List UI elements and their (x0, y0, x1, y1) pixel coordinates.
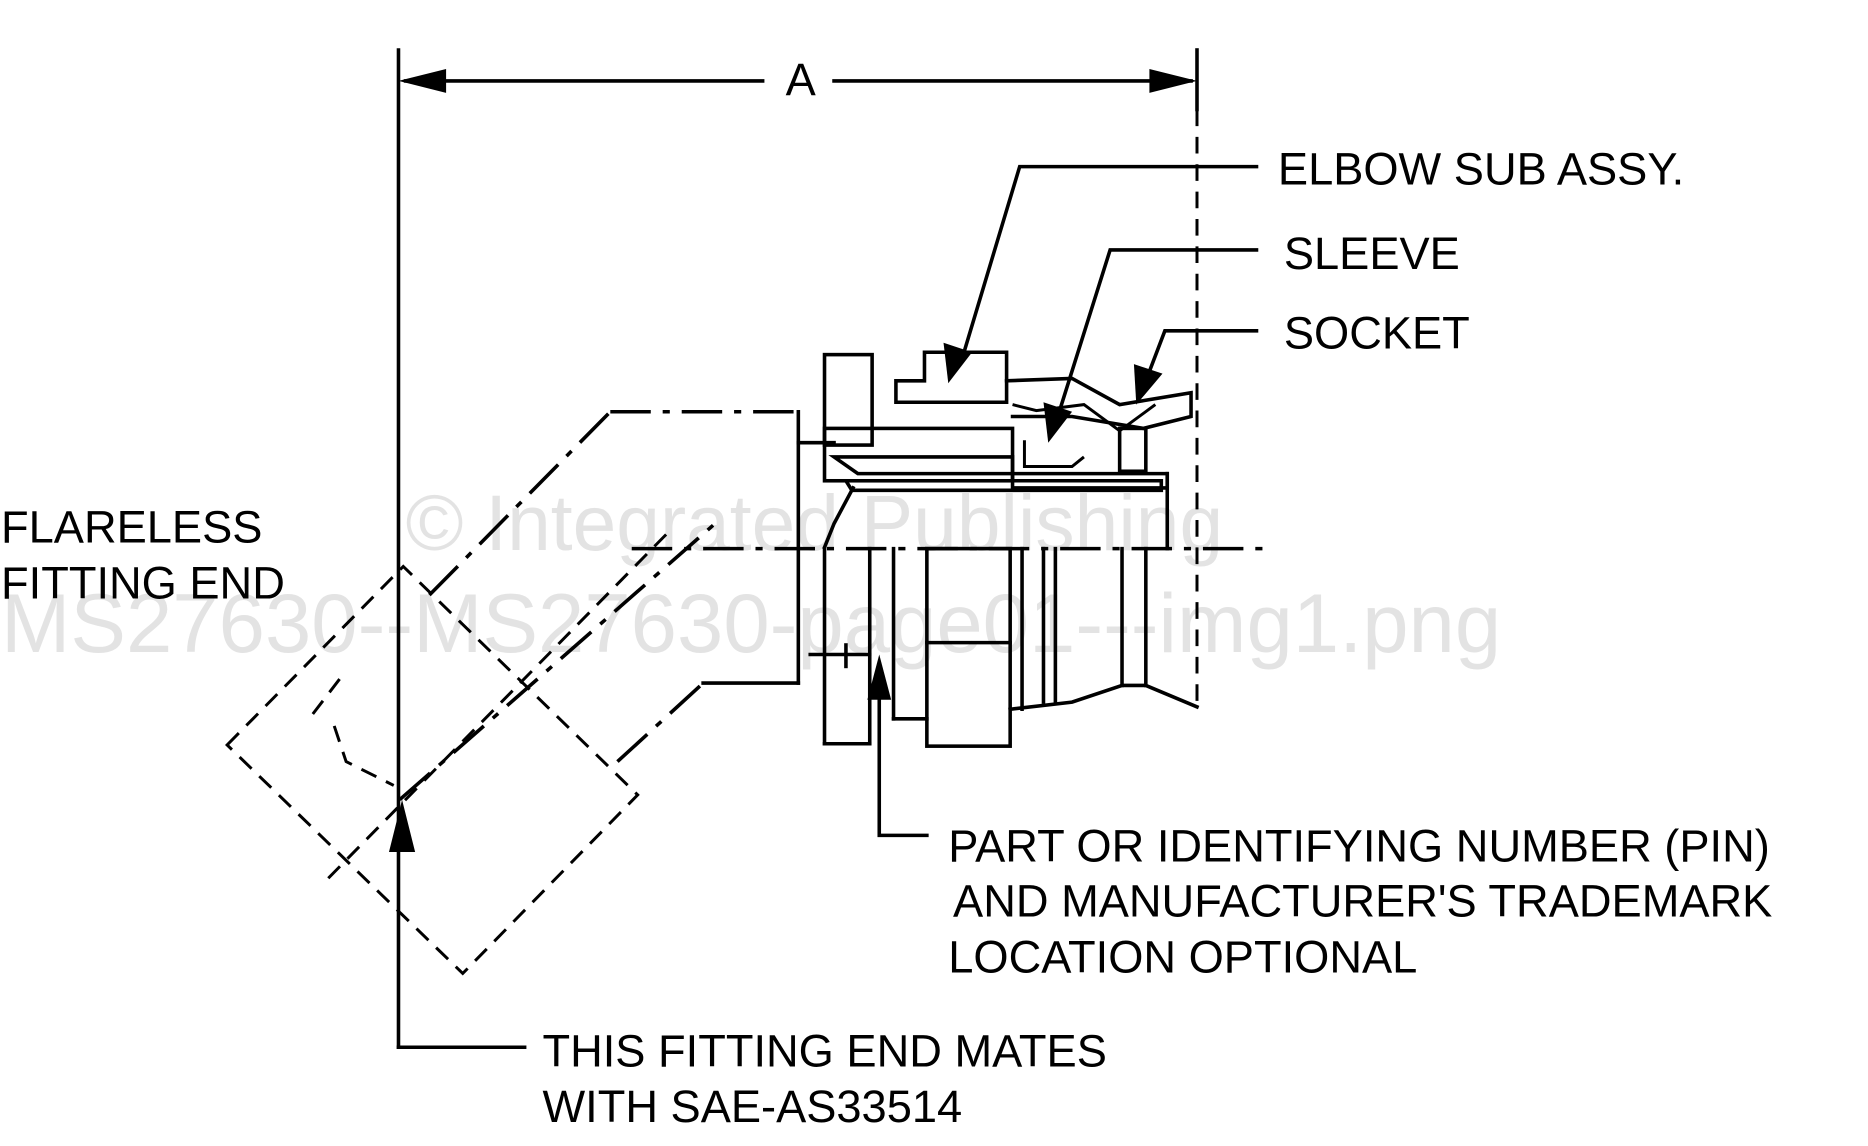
flareless-fitting-outline (225, 409, 801, 976)
watermark-line2: MS27630--MS27630-page01---img1.png (1, 577, 1501, 670)
watermark-line1: © Integrated Publishing (406, 479, 1224, 567)
leader-sleeve (1043, 248, 1259, 443)
label-flareless-2: FITTING END (1, 558, 285, 609)
arrowhead-left-icon (398, 69, 447, 93)
leader-arrow-icon (1043, 402, 1073, 443)
leader-elbow (943, 164, 1259, 384)
dimension-a (396, 48, 1199, 1050)
label-flareless-1: FLARELESS (1, 502, 262, 553)
leader-arrow-icon (1133, 364, 1163, 405)
leader-arrow-icon (943, 342, 973, 384)
leader-pin (867, 654, 929, 838)
label-pin-2: AND MANUFACTURER'S TRADEMARK (953, 875, 1772, 926)
label-socket: SOCKET (1284, 308, 1470, 359)
label-pin-1: PART OR IDENTIFYING NUMBER (PIN) (948, 821, 1770, 872)
arrowhead-right-icon (1149, 69, 1197, 93)
label-sleeve: SLEEVE (1284, 228, 1460, 279)
label-pin-3: LOCATION OPTIONAL (948, 931, 1417, 982)
label-mates-2: WITH SAE-AS33514 (542, 1081, 962, 1132)
fitting-body (796, 350, 1200, 748)
label-elbow-sub-assy: ELBOW SUB ASSY. (1278, 143, 1684, 194)
leader-socket (1133, 329, 1259, 405)
leader-mates (388, 799, 527, 1050)
leader-arrow-icon (388, 799, 416, 853)
dimension-label: A (786, 54, 817, 105)
label-mates-1: THIS FITTING END MATES (542, 1025, 1106, 1076)
leader-arrow-icon (867, 654, 892, 700)
